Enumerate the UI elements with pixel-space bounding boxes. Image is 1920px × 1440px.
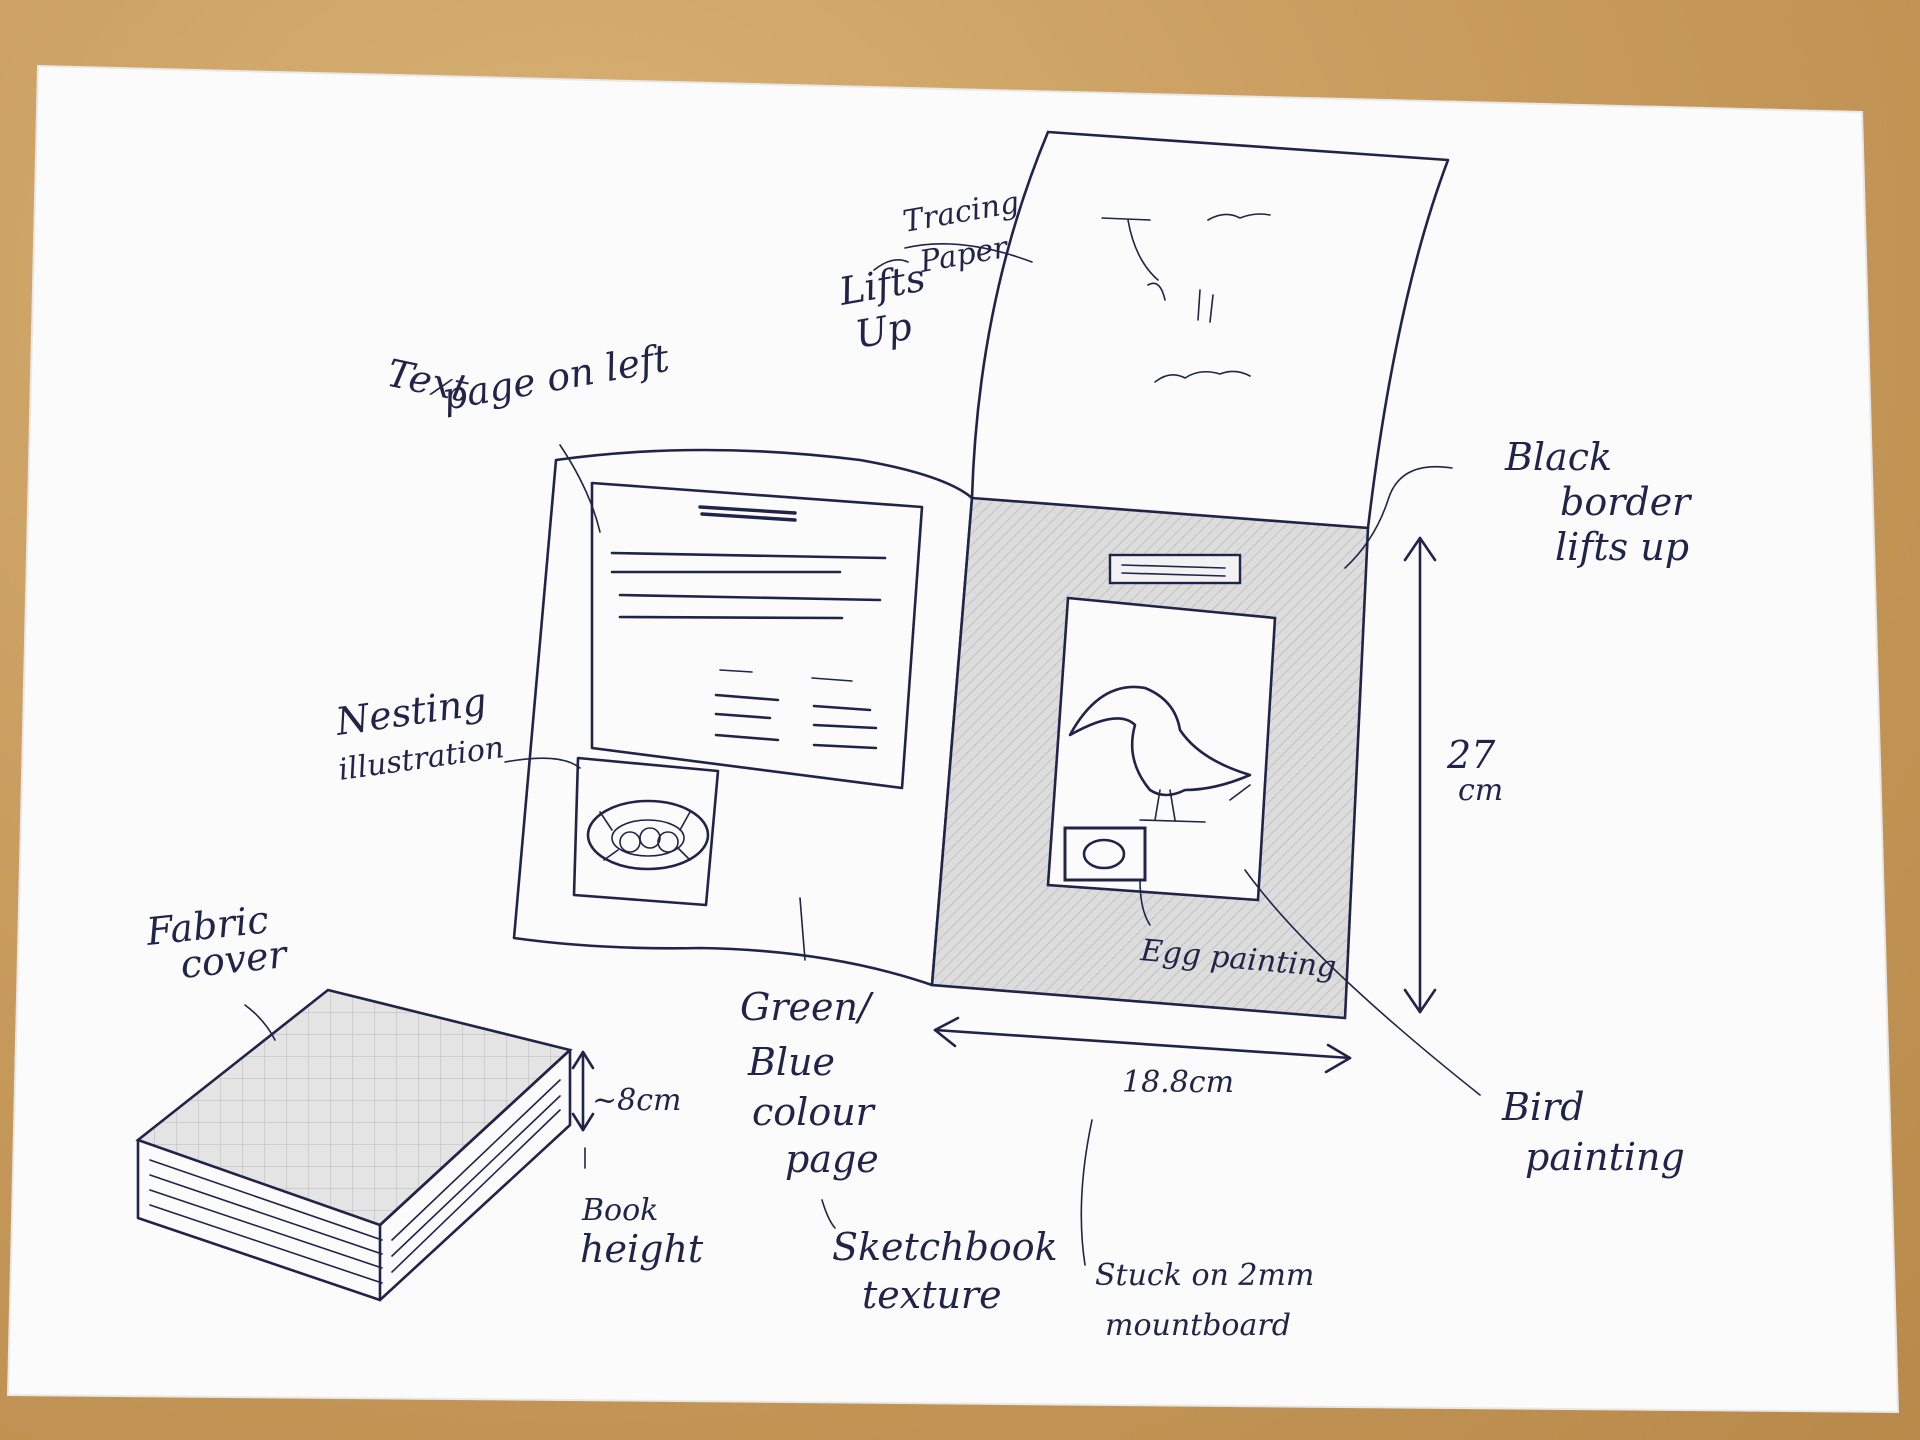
dimension-arrows <box>571 536 1437 1132</box>
label-book-height-line2: height <box>580 1227 704 1271</box>
label-green-blue-line3: colour <box>752 1090 877 1134</box>
label-sketchbook-line1: Sketchbook <box>832 1225 1058 1269</box>
label-bird-painting-line1: Bird <box>1501 1085 1585 1129</box>
label-black-border-line1: Black <box>1504 435 1612 479</box>
label-bird-painting-line2: painting <box>1525 1135 1685 1179</box>
label-book-height-line1: Book <box>581 1193 658 1228</box>
label-stuck-on-line2: mountboard <box>1105 1308 1291 1343</box>
label-green-blue-line2: Blue <box>747 1040 835 1084</box>
label-black-border-line3: lifts up <box>1555 525 1689 569</box>
label-height-value-line1: 27 <box>1446 733 1496 777</box>
leader-lines <box>244 242 1481 1266</box>
label-sketchbook-line2: texture <box>862 1273 1002 1317</box>
label-width-value: 18.8cm <box>1122 1065 1234 1100</box>
label-height-value-line2: cm <box>1458 773 1503 808</box>
label-lifts-up-line2: Up <box>852 304 915 357</box>
label-green-blue-line4: page <box>785 1137 879 1181</box>
label-stuck-on-line1: Stuck on 2mm <box>1095 1258 1314 1293</box>
label-black-border-line2: border <box>1560 480 1693 524</box>
label-book-height-value: ~8cm <box>592 1083 681 1118</box>
closed-book-drawing <box>135 988 573 1302</box>
label-green-blue-line1: Green/ <box>740 985 874 1029</box>
